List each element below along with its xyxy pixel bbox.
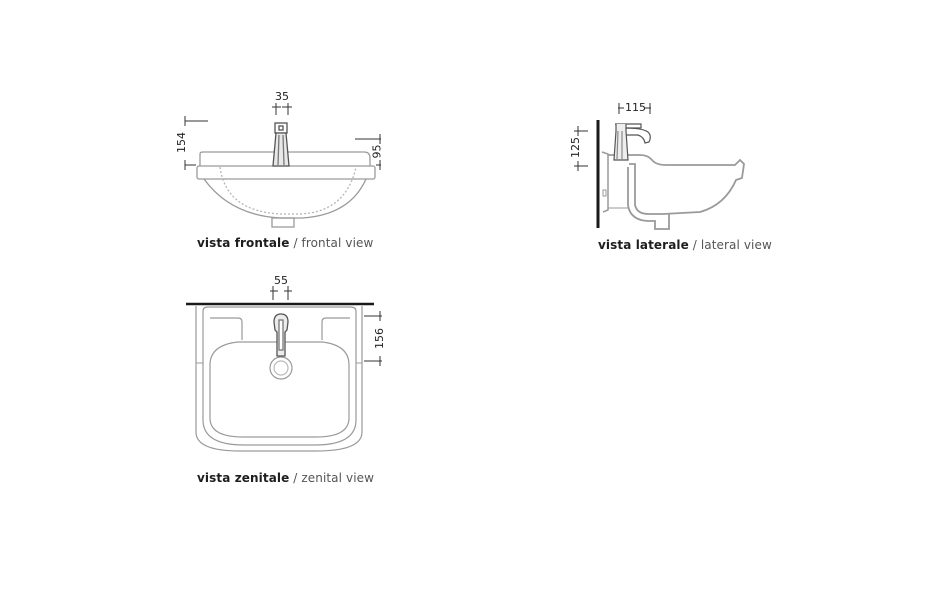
caption-separator: / — [293, 471, 298, 485]
lateral-dimensions — [574, 103, 651, 171]
frontal-tap-width-dim: 35 — [275, 90, 289, 103]
zenital-tap-offset-dim: 55 — [274, 274, 288, 287]
lateral-tap-drawing — [613, 123, 651, 161]
frontal-rim-height-dim: 95 — [370, 144, 384, 159]
zenital-dimensions — [270, 286, 382, 366]
lateral-tap-height-dim: 125 — [569, 137, 582, 158]
frontal-view-caption: vista frontale / frontal view — [197, 236, 373, 250]
lateral-tap-projection-dim: 115 — [625, 101, 646, 114]
frontal-caption-italian: vista frontale — [197, 236, 290, 250]
zenital-caption-italian: vista zenitale — [197, 471, 290, 485]
zenital-tap-drawing — [273, 313, 289, 357]
frontal-dimensions — [184, 103, 381, 170]
frontal-view-drawing — [196, 122, 376, 228]
frontal-caption-english: frontal view — [301, 236, 374, 250]
zenital-view-drawing — [186, 302, 374, 452]
lateral-caption-italian: vista laterale — [598, 238, 689, 252]
frontal-total-height-dim: 154 — [175, 132, 188, 153]
zenital-deck-depth-dim: 156 — [373, 328, 386, 349]
zenital-view-caption: vista zenitale / zenital view — [197, 471, 374, 485]
lateral-caption-english: lateral view — [700, 238, 772, 252]
caption-separator: / — [293, 236, 298, 250]
lateral-view-caption: vista laterale / lateral view — [598, 238, 772, 252]
zenital-caption-english: zenital view — [301, 471, 375, 485]
lateral-view-drawing — [596, 120, 745, 230]
caption-separator: / — [692, 238, 697, 252]
